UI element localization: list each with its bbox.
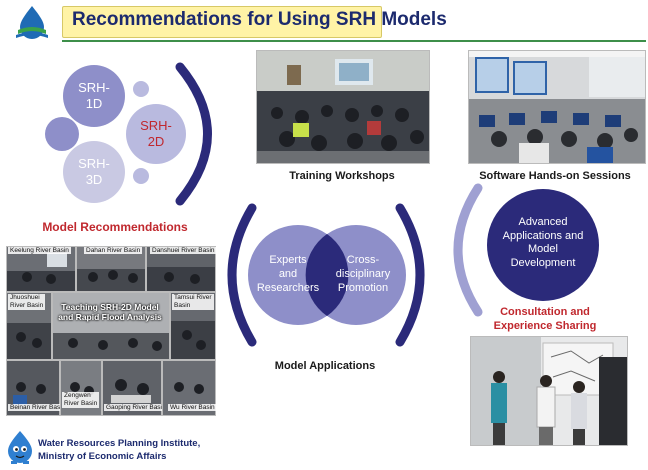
label-gaoping: Gaoping River Basin	[104, 404, 168, 411]
consultation-photo	[470, 336, 628, 446]
srh3d-circle	[63, 141, 125, 203]
water-drop-mascot-icon	[6, 430, 34, 464]
model-applications-caption: Model Applications	[274, 360, 376, 372]
model-circles	[45, 62, 212, 206]
hands-on-sessions-caption: Software Hands-on Sessions	[479, 170, 631, 182]
decor-circle-small	[133, 81, 149, 97]
srh2d-circle	[126, 104, 186, 164]
decor-circle-small-2	[133, 168, 149, 184]
srh3d-label: SRH- 3D	[78, 156, 110, 187]
decor-circle-left	[45, 117, 79, 151]
page-title: Recommendations for Using SRH Models	[72, 9, 447, 30]
venn-right-arc	[395, 203, 425, 347]
venn-left-arc	[227, 203, 257, 347]
srh2d-label: SRH- 2D	[140, 118, 172, 149]
org-name-line1: Water Resources Planning Institute,	[38, 438, 201, 449]
bracket-arc	[175, 62, 212, 206]
label-keelung: Keelung River Basin	[8, 247, 71, 254]
training-workshop-photo	[256, 50, 430, 164]
advanced-circle	[487, 189, 599, 301]
consultation-caption-line2: Experience Sharing	[493, 320, 597, 332]
label-danshuei: Danshuei River Basin	[150, 247, 217, 254]
experts-researchers-label: Experts and Researchers	[256, 254, 320, 294]
collage-photo-center	[52, 292, 170, 360]
hands-on-session-photo	[468, 50, 646, 164]
title-banner	[62, 6, 382, 38]
training-workshops-caption: Training Workshops	[289, 170, 395, 182]
consultation-caption-line1: Consultation and	[500, 306, 590, 318]
model-recommendations-caption: Model Recommendations	[42, 220, 188, 234]
advanced-applications-label: Advanced Applications and Model Developm…	[502, 216, 584, 269]
advanced-arc	[453, 183, 483, 317]
collage-photo-keelung	[6, 246, 76, 292]
label-jhuoshuei: Jhuoshuei River Basin	[8, 294, 46, 310]
basin-collage: Keelung River Basin Dahan River Basin Da…	[6, 246, 217, 416]
srh1d-circle	[63, 65, 125, 127]
title-divider	[62, 40, 646, 42]
label-tamsui: Tamsui River Basin	[172, 294, 214, 310]
srh1d-label: SRH- 1D	[78, 80, 110, 111]
cross-disciplinary-label: Cross- disciplinary Promotion	[335, 254, 391, 294]
venn-diagram	[227, 203, 425, 347]
label-beinan: Beinan River Basin	[8, 404, 68, 411]
wrpi-logo-icon	[12, 4, 52, 40]
collage-center-text: Teaching SRH-2D Model and Rapid Flood An…	[58, 302, 162, 322]
advanced-circle-group	[453, 183, 599, 317]
label-wu: Wu River Basin	[168, 404, 217, 411]
label-dahan: Dahan River Basin	[84, 247, 143, 254]
org-name-line2: Ministry of Economic Affairs	[38, 451, 167, 462]
venn-overlap	[305, 234, 349, 316]
label-zengwen: Zengwen River Basin	[62, 392, 100, 408]
